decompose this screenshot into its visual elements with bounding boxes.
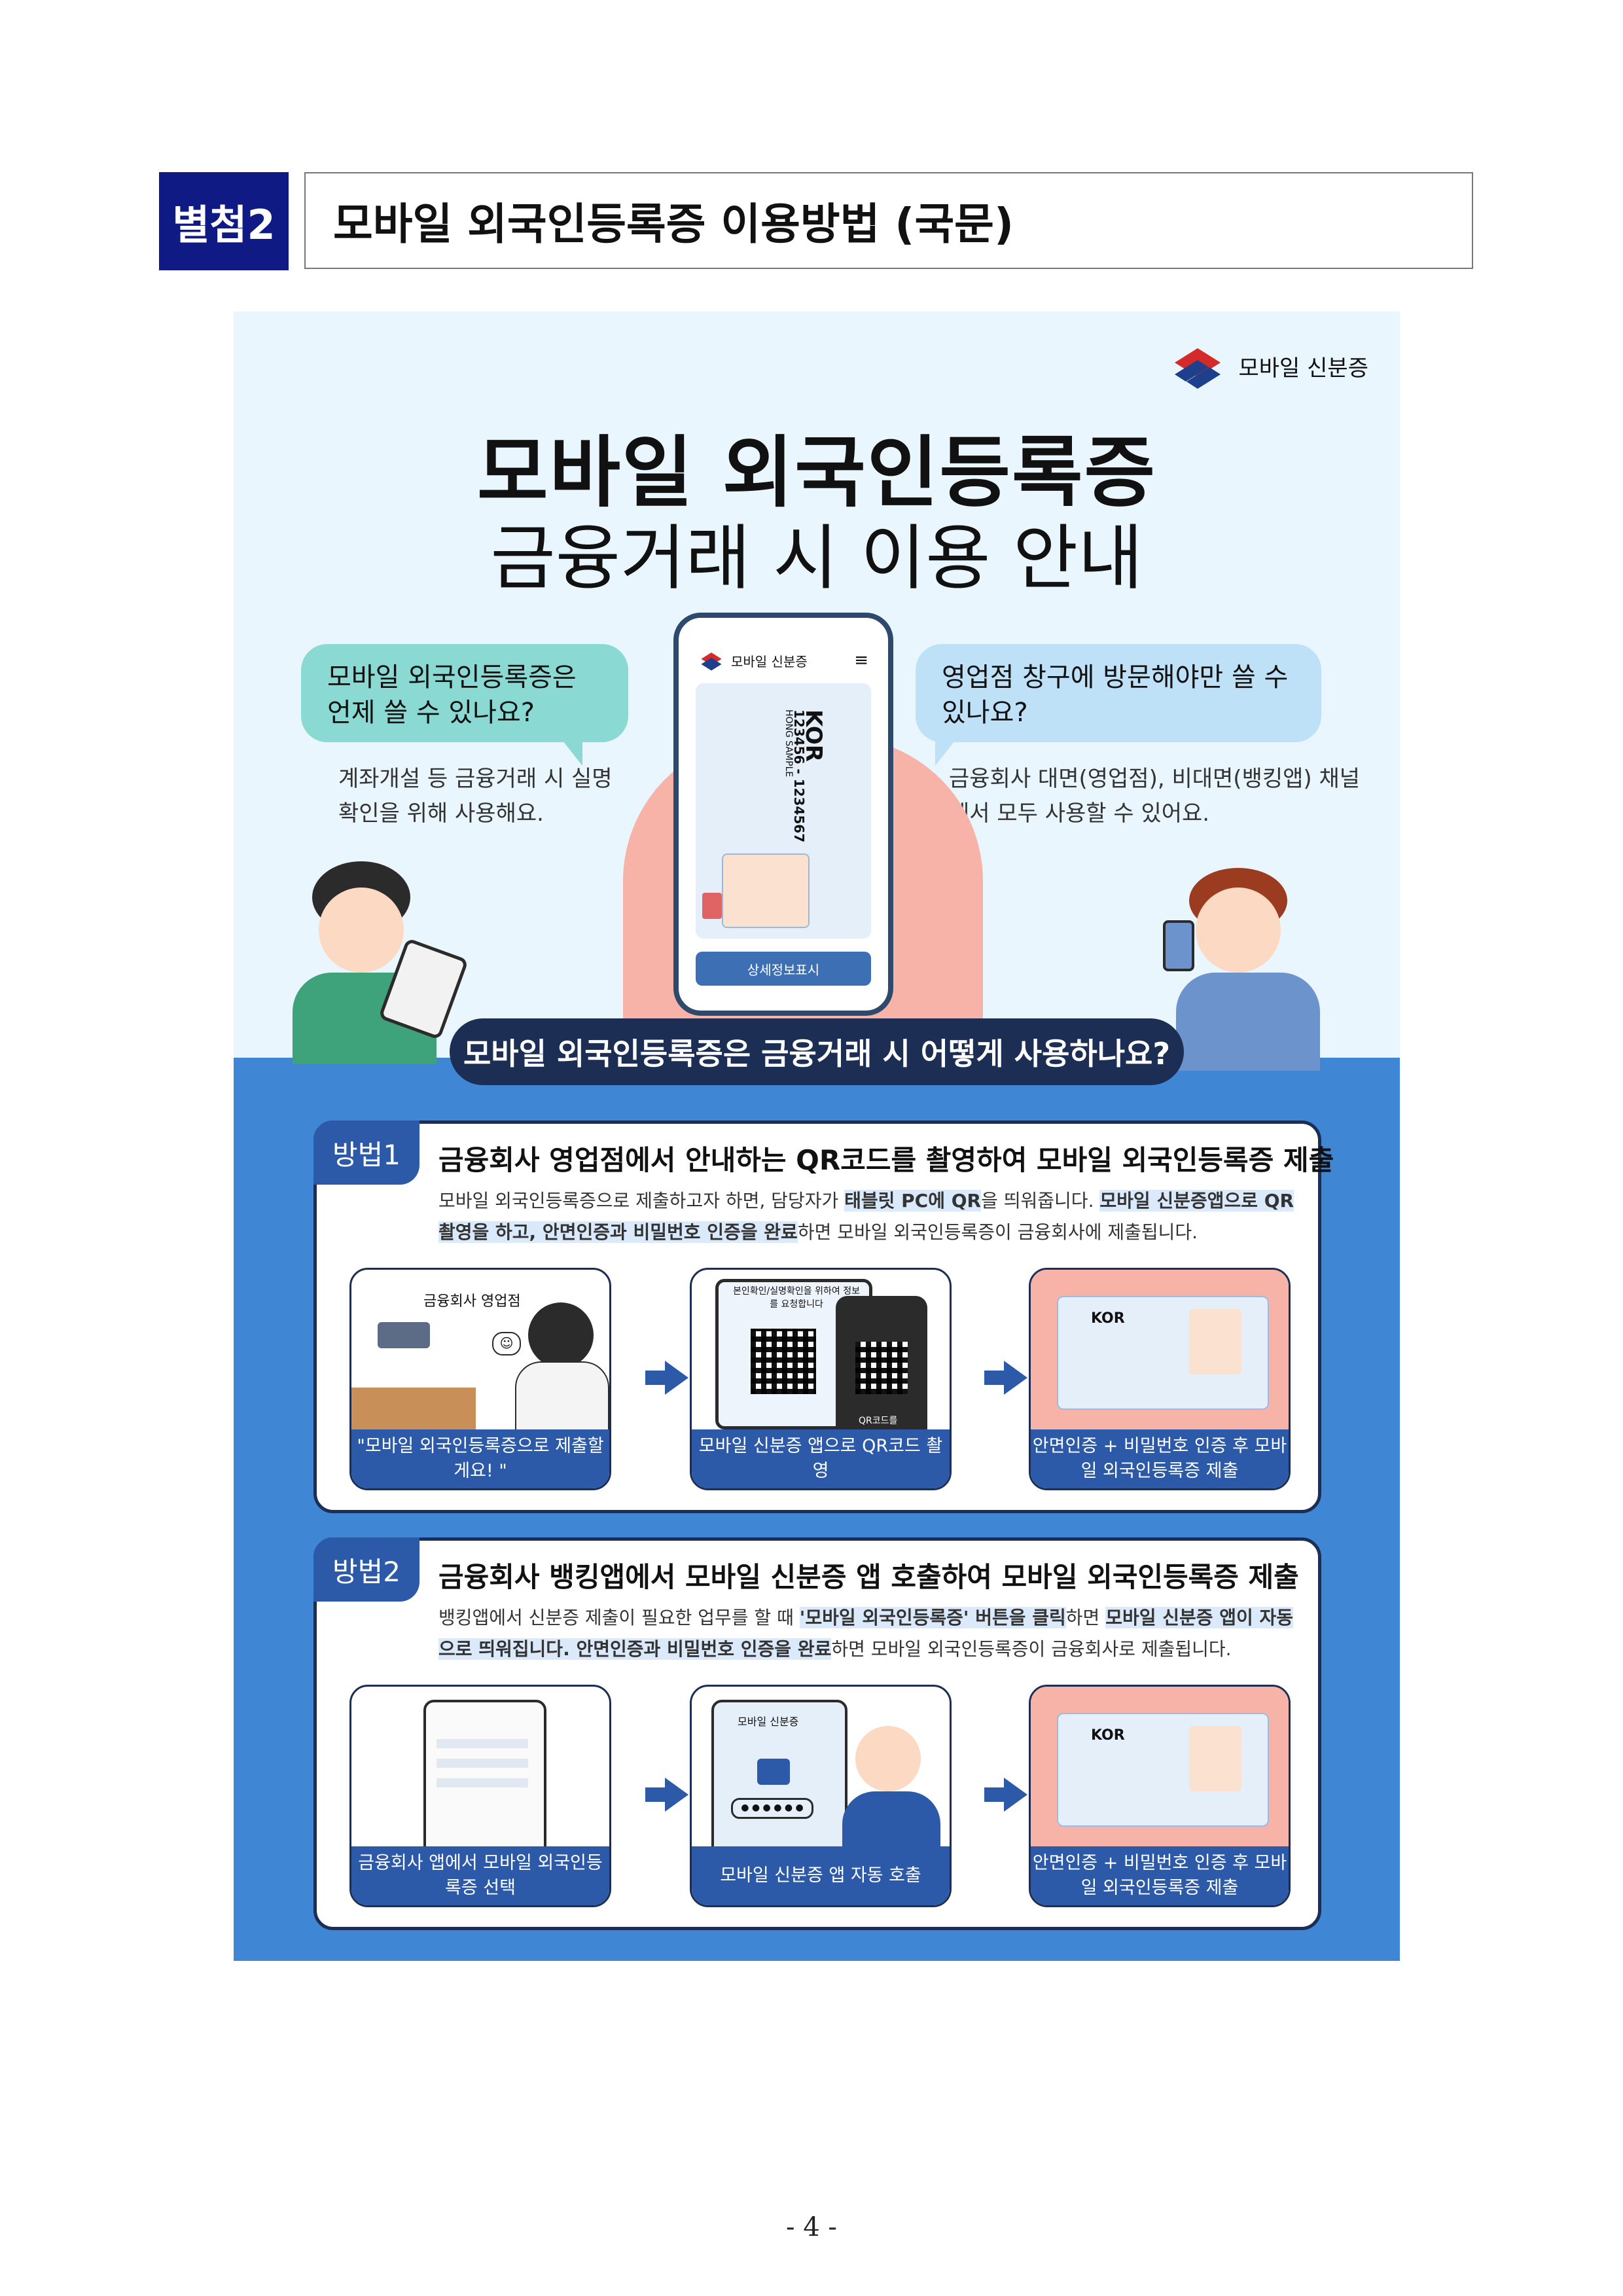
arrow-right-icon — [645, 1361, 688, 1395]
answer-right: 금융회사 대면(영업점), 비대면(뱅킹앱) 채널에서 모두 사용할 수 있어요… — [949, 766, 1361, 827]
card-country: KOR — [1091, 1727, 1125, 1744]
step-scene-label: 금융회사 영업점 — [423, 1293, 521, 1310]
card-country: KOR — [1091, 1310, 1125, 1327]
brand-label: 모바일 신분증 — [1238, 355, 1369, 382]
id-card: KOR — [1057, 1713, 1269, 1827]
brand-logo: 모바일 신분증 — [1168, 343, 1369, 389]
phone-icon — [1163, 920, 1194, 971]
man-illustration — [1150, 868, 1346, 1071]
method2-step3: KOR 안면인증 + 비밀번호 인증 후 모바일 외국인등록증 제출 — [1029, 1685, 1291, 1907]
bubble-right-text: 영업점 창구에 방문해야만 쓸 수 있나요? — [942, 662, 1289, 728]
method2-description: 뱅킹앱에서 신분증 제출이 필요한 업무를 할 때 '모바일 외국인등록증' 버… — [438, 1607, 1294, 1660]
card-photo — [722, 853, 810, 928]
method2-card: 방법2 금융회사 뱅킹앱에서 모바일 신분증 앱 호출하여 모바일 외국인등록증… — [313, 1537, 1321, 1930]
password-field-icon: ● ● ● ● ● ● — [731, 1798, 813, 1819]
qr-code-icon — [751, 1329, 816, 1394]
method1-title: 금융회사 영업점에서 안내하는 QR코드를 촬영하여 모바일 외국인등록증 제출 — [438, 1144, 1334, 1176]
step-caption: 모바일 신분증 앱 자동 호출 — [692, 1846, 950, 1905]
id-card: KOR 123456 - 1234567 HONG SAMPLE — [696, 683, 871, 939]
id-card: KOR — [1057, 1296, 1269, 1410]
card-photo — [1189, 1726, 1241, 1791]
poster-subtitle: 금융거래 시 이용 안내 — [490, 518, 1143, 600]
phone-illustration: 모바일 신분증 ≡ KOR 123456 - 1234567 HONG SAMP… — [673, 613, 893, 1016]
step-caption: "모바일 외국인등록증으로 제출할게요! " — [351, 1429, 609, 1488]
poster: 모바일 신분증 모바일 외국인등록증 금융거래 시 이용 안내 모바일 외국인등… — [234, 312, 1400, 1961]
phone-brand: 모바일 신분증 — [731, 653, 808, 670]
arrow-right-icon — [984, 1361, 1027, 1395]
man-illustration — [855, 1726, 921, 1791]
step-caption: 안면인증 + 비밀번호 인증 후 모바일 외국인등록증 제출 — [1031, 1846, 1289, 1905]
card-name: HONG SAMPLE — [783, 709, 794, 778]
page-title: 모바일 외국인등록증 이용방법 (국문) — [304, 172, 1473, 269]
step-scene-label: 본인확인/실명확인을 위하여 정보를 요청합니다 — [733, 1286, 860, 1310]
page-number: - 4 - — [786, 2212, 837, 2242]
step-caption: 금융회사 앱에서 모바일 외국인등록증 선택 — [351, 1846, 609, 1905]
card-photo — [1189, 1309, 1241, 1374]
qr-code-icon — [855, 1342, 908, 1394]
card-stamp — [702, 893, 722, 919]
qr-label: QR코드를 — [859, 1416, 898, 1426]
method1-tag: 방법1 — [313, 1121, 419, 1185]
counter-illustration — [351, 1388, 476, 1433]
method1-card: 방법1 금융회사 영업점에서 안내하는 QR코드를 촬영하여 모바일 외국인등록… — [313, 1121, 1334, 1513]
method2-tag: 방법2 — [313, 1537, 419, 1602]
method1-step2: 본인확인/실명확인을 위하여 정보를 요청합니다 QR코드를 모바일 신분증 앱… — [690, 1268, 952, 1490]
bubble-left-text: 모바일 외국인등록증은 언제 쓸 수 있나요? — [327, 662, 577, 728]
question-bubble-right: 영업점 창구에 방문해야만 쓸 수 있나요? — [916, 644, 1321, 766]
clerk-illustration — [528, 1302, 594, 1368]
method2-title: 금융회사 뱅킹앱에서 모바일 신분증 앱 호출하여 모바일 외국인등록증 제출 — [438, 1561, 1299, 1593]
phone-brand: 모바일 신분증 — [738, 1715, 799, 1728]
attachment-tag: 별첨2 — [159, 172, 289, 270]
usage-question-banner: 모바일 외국인등록증은 금융거래 시 어떻게 사용하나요? — [450, 1018, 1184, 1085]
method1-step3: KOR 안면인증 + 비밀번호 인증 후 모바일 외국인등록증 제출 — [1029, 1268, 1291, 1490]
mobile-id-logo-icon — [1174, 348, 1221, 389]
method1-step1: 금융회사 영업점 ☺ "모바일 외국인등록증으로 제출할게요! " — [349, 1268, 611, 1490]
woman-illustration — [293, 861, 476, 1064]
smile-bubble-icon: ☺ — [492, 1332, 521, 1355]
question-bubble-left: 모바일 외국인등록증은 언제 쓸 수 있나요? — [301, 644, 628, 766]
answer-left: 계좌개설 등 금융거래 시 실명 확인을 위해 사용해요. — [338, 766, 613, 827]
method2-step1: 금융회사 앱에서 모바일 외국인등록증 선택 — [349, 1685, 611, 1907]
step-caption: 모바일 신분증 앱으로 QR코드 촬영 — [692, 1429, 950, 1488]
step-caption: 안면인증 + 비밀번호 인증 후 모바일 외국인등록증 제출 — [1031, 1429, 1289, 1488]
poster-title: 모바일 외국인등록증 — [476, 427, 1157, 518]
menu-icon: ≡ — [854, 651, 868, 670]
phone-header: 모바일 신분증 ≡ — [698, 644, 868, 677]
arrow-right-icon — [984, 1778, 1027, 1812]
mobile-id-logo-icon — [701, 653, 722, 671]
method1-description: 모바일 외국인등록증으로 제출하고자 하면, 담당자가 태블릿 PC에 QR을 … — [438, 1190, 1294, 1243]
lock-icon — [757, 1759, 790, 1785]
payment-terminal-icon — [378, 1322, 430, 1348]
arrow-right-icon — [645, 1778, 688, 1812]
method2-step2: 모바일 신분증 ● ● ● ● ● ● 모바일 신분증 앱 자동 호출 — [690, 1685, 952, 1907]
detail-info-button[interactable]: 상세정보표시 — [696, 952, 871, 986]
